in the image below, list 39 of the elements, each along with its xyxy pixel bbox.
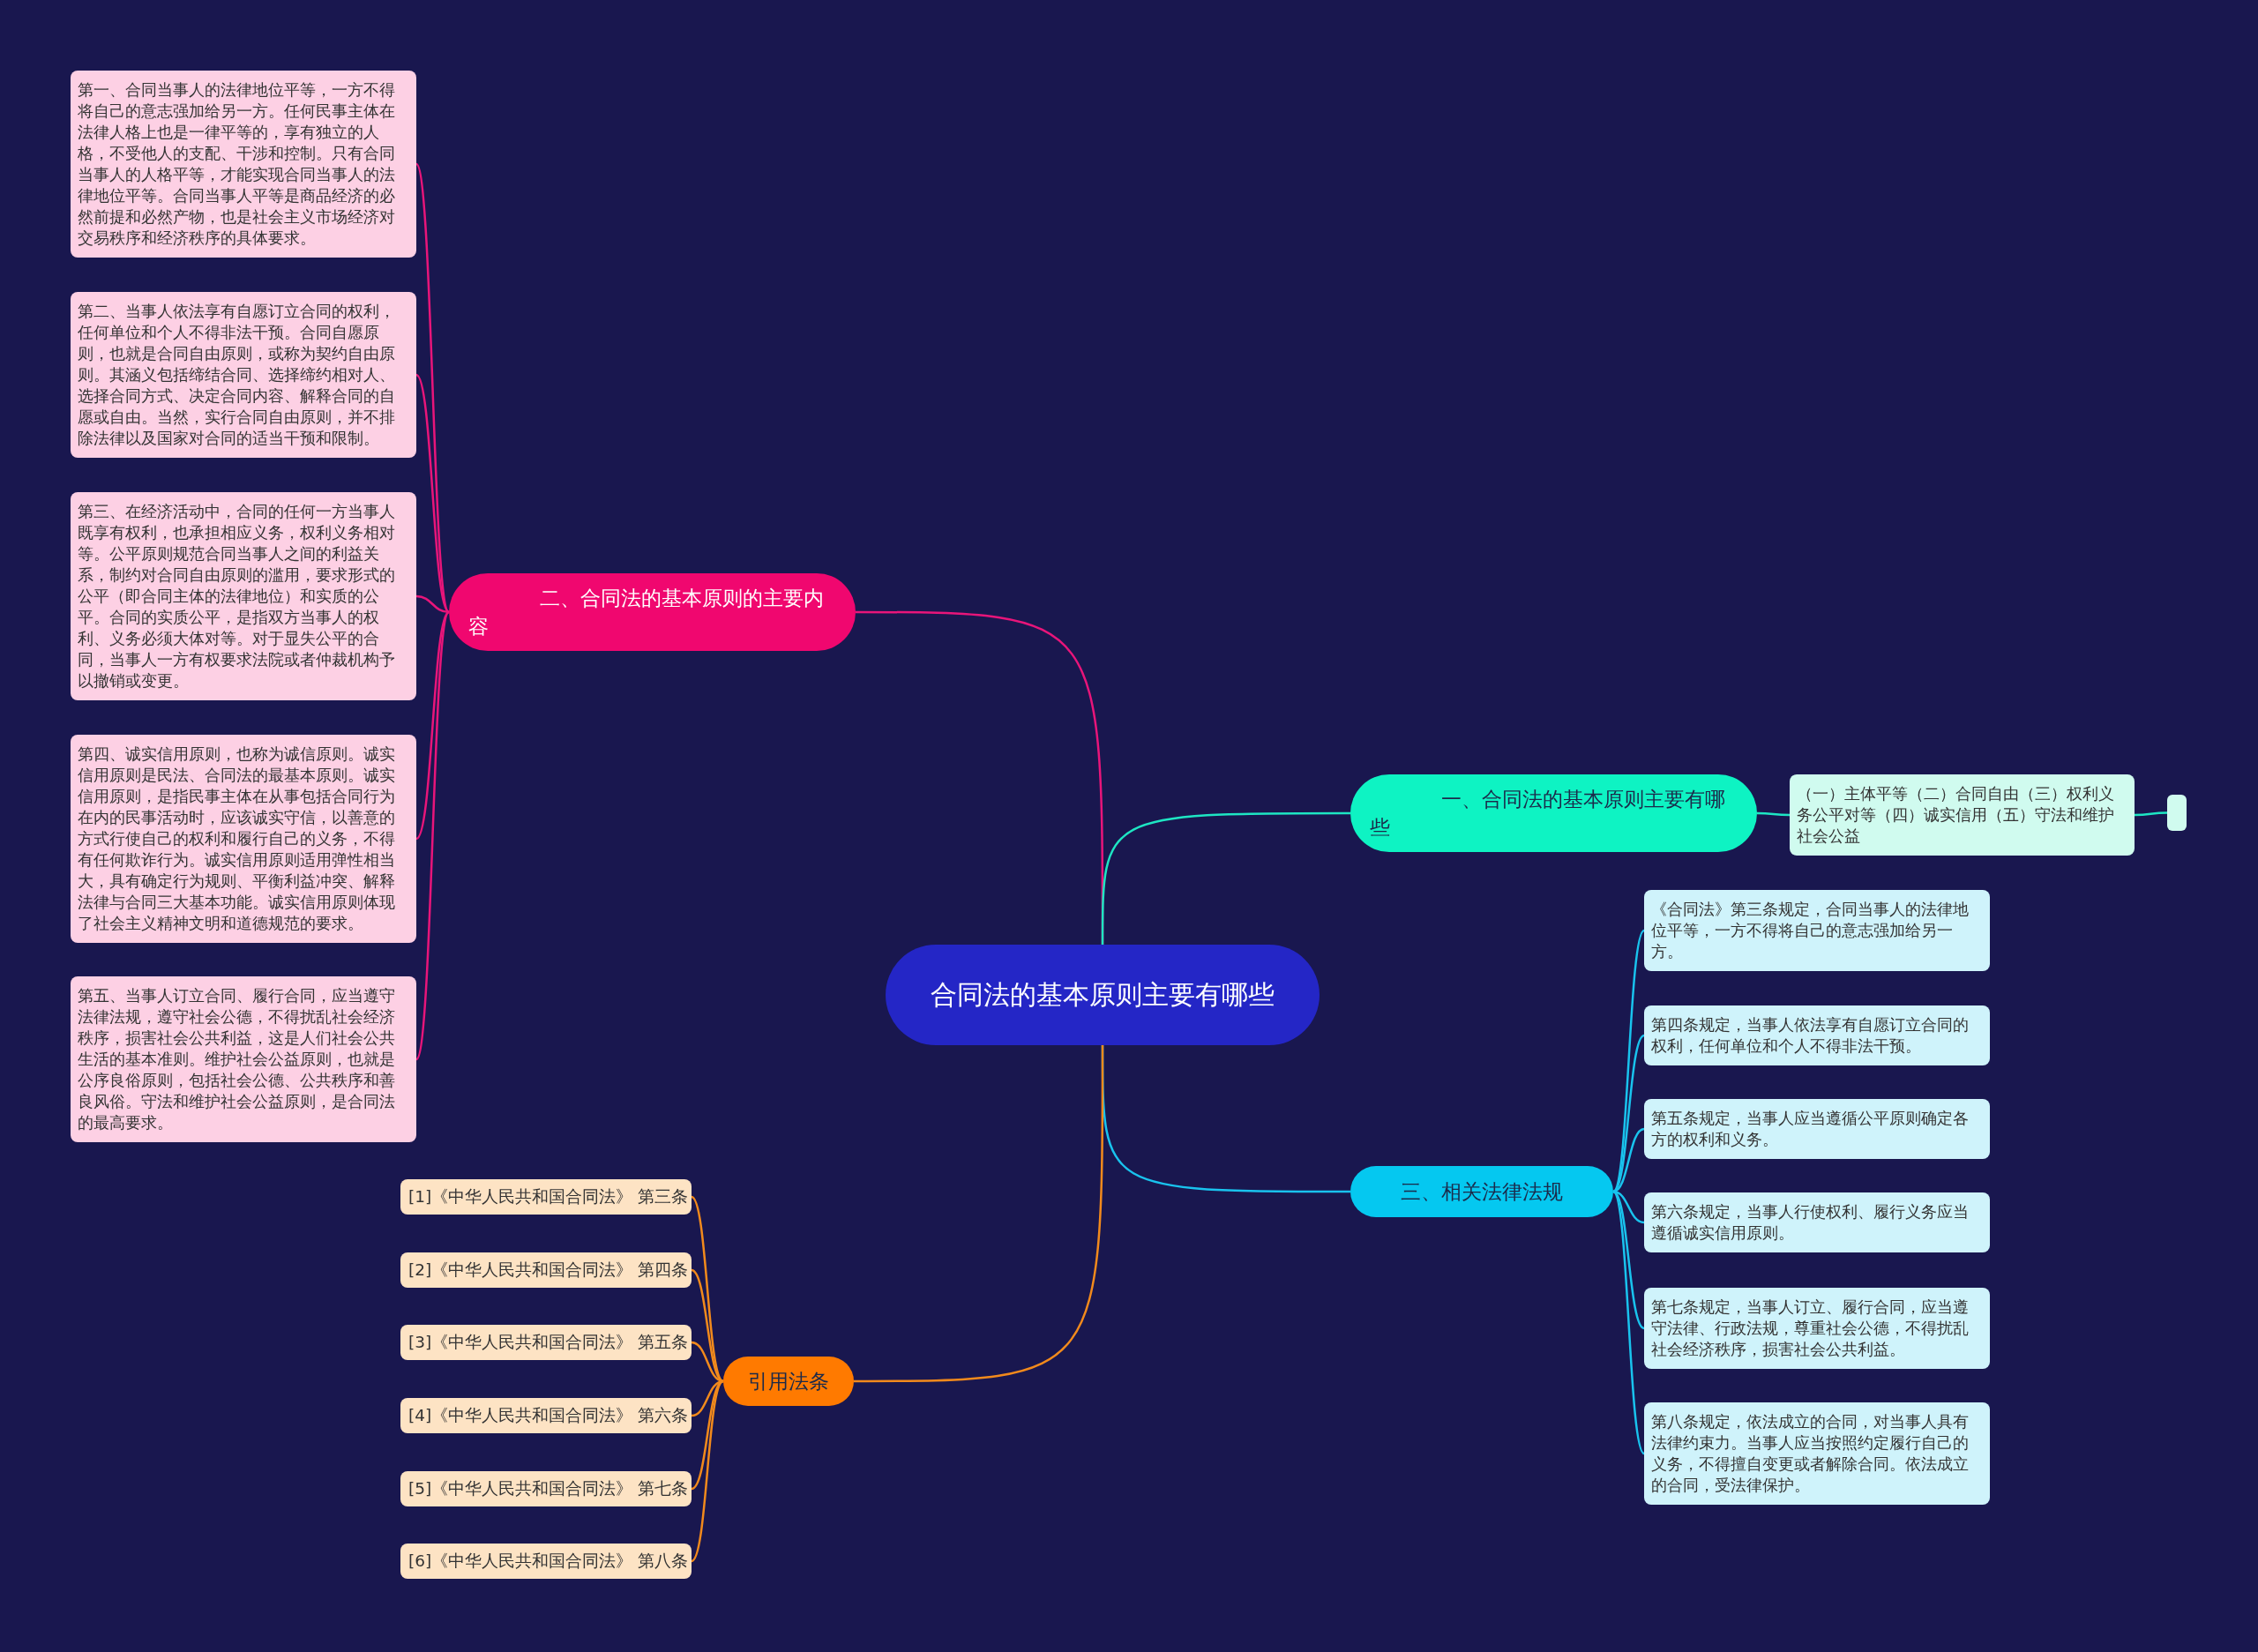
- connector: [691, 1268, 724, 1383]
- connector: [1611, 930, 1646, 1192]
- connector: [1101, 811, 1350, 945]
- note-card: 第五条规定，当事人应当遵循公平原则确定各方的权利和义务。: [1644, 1099, 1990, 1159]
- note-card: 第六条规定，当事人行使权利、履行义务应当遵循诚实信用原则。: [1644, 1192, 1990, 1252]
- central-topic: 合同法的基本原则主要有哪些: [886, 945, 1320, 1045]
- branch-topic: 一、合同法的基本原则主要有哪些: [1350, 774, 1757, 852]
- citation-card: [4]《中华人民共和国合同法》 第六条: [400, 1398, 692, 1433]
- note-card: 第五、当事人订立合同、履行合同，应当遵守法律法规，遵守社会公德，不得扰乱社会经济秩序，损害社会公共利益，这是人们社会公共生活的基本准则。维护社会公益原则，也就是公序良俗原则，包括社会公德、公共秩序和善良风俗。守法和维护社会公益原则，是合同法的最高要求。: [71, 976, 416, 1142]
- note-card: 第七条规定，当事人订立、履行合同，应当遵守法律、行政法规，尊重社会公德，不得扰乱社会经济秩序，损害社会公共利益。: [1644, 1288, 1990, 1369]
- connector: [415, 611, 451, 1060]
- note-card: 《合同法》第三条规定，合同当事人的法律地位平等，一方不得将自己的意志强加给另一方。: [1644, 890, 1990, 971]
- citation-card: [6]《中华人民共和国合同法》 第八条: [400, 1544, 692, 1579]
- note-card: 第二、当事人依法享有自愿订立合同的权利，任何单位和个人不得非法干预。合同自愿原则，也就是合同自由原则，或称为契约自由原则。其涵义包括缔结合同、选择缔约相对人、选择合同方式、决定合同内容、解释合同的自愿或自由。当然，实行合同自由原则，并不排除法律以及国家对合同的适当干预和限制。: [71, 292, 416, 458]
- connector: [415, 594, 450, 614]
- citation-card: [3]《中华人民共和国合同法》 第五条: [400, 1325, 692, 1360]
- note-card: （一）主体平等（二）合同自由（三）权利义务公平对等（四）诚实信用（五）守法和维护社会公益: [1790, 774, 2135, 856]
- connector: [691, 1380, 724, 1562]
- connector: [1611, 1191, 1646, 1454]
- note-card: 第四、诚实信用原则，也称为诚信原则。诚实信用原则是民法、合同法的最基本原则。诚实信用原则，是指民事主体在从事包括合同行为在内的民事活动时，应该诚实守信，以善意的方式行使自己的权利和履行自己的义务，不得有任何欺诈行为。诚实信用原则适用弹性相当大，具有确定行为规则、平衡利益冲突、解释法律与合同三大基本功能。诚实信用原则体现了社会主义精神文明和道德规范的要求。: [71, 735, 416, 943]
- connector: [1757, 811, 1790, 817]
- note-card: 第三、在经济活动中，合同的任何一方当事人既享有权利，也承担相应义务，权利义务相对等。公平原则规范合同当事人之间的利益关系，制约对合同自由原则的滥用，要求形式的公平（即合同主体的法律地位）和实质的公平。合同的实质公平，是指双方当事人的权利、义务必须大体对等。对于显失公平的合同，当事人一方有权要求法院或者仲裁机构予以撤销或变更。: [71, 492, 416, 700]
- empty-box: [2167, 795, 2187, 831]
- connector: [415, 163, 451, 613]
- connector: [854, 1045, 1104, 1383]
- citation-card: [1]《中华人民共和国合同法》 第三条: [400, 1179, 692, 1215]
- note-card: 第八条规定，依法成立的合同，对当事人具有法律约束力。当事人应当按照约定履行自己的义务，不得擅自变更或者解除合同。依法成立的合同，受法律保护。: [1644, 1402, 1990, 1505]
- note-card: 第一、合同当事人的法律地位平等，一方不得将自己的意志强加给另一方。任何民事主体在法律人格上也是一律平等的，享有独立的人格，不受他人的支配、干涉和控制。只有合同当事人的人格平等，才能实现合同当事人的法律地位平等。合同当事人平等是商品经济的必然前提和必然产物，也是社会主义市场经济对交易秩序和经济秩序的具体要求。: [71, 71, 416, 258]
- citation-card: [5]《中华人民共和国合同法》 第七条: [400, 1471, 692, 1506]
- note-card: 第四条规定，当事人依法享有自愿订立合同的权利，任何单位和个人不得非法干预。: [1644, 1005, 1990, 1065]
- connector: [415, 374, 450, 613]
- branch-topic: 引用法条: [723, 1357, 854, 1406]
- branch-topic: 三、相关法律法规: [1350, 1166, 1613, 1217]
- connector: [691, 1196, 724, 1382]
- connector: [415, 611, 450, 840]
- branch-topic: 二、合同法的基本原则的主要内容: [449, 573, 856, 651]
- connector: [1612, 1035, 1645, 1192]
- connector: [2135, 811, 2167, 817]
- citation-card: [2]《中华人民共和国合同法》 第四条: [400, 1252, 692, 1288]
